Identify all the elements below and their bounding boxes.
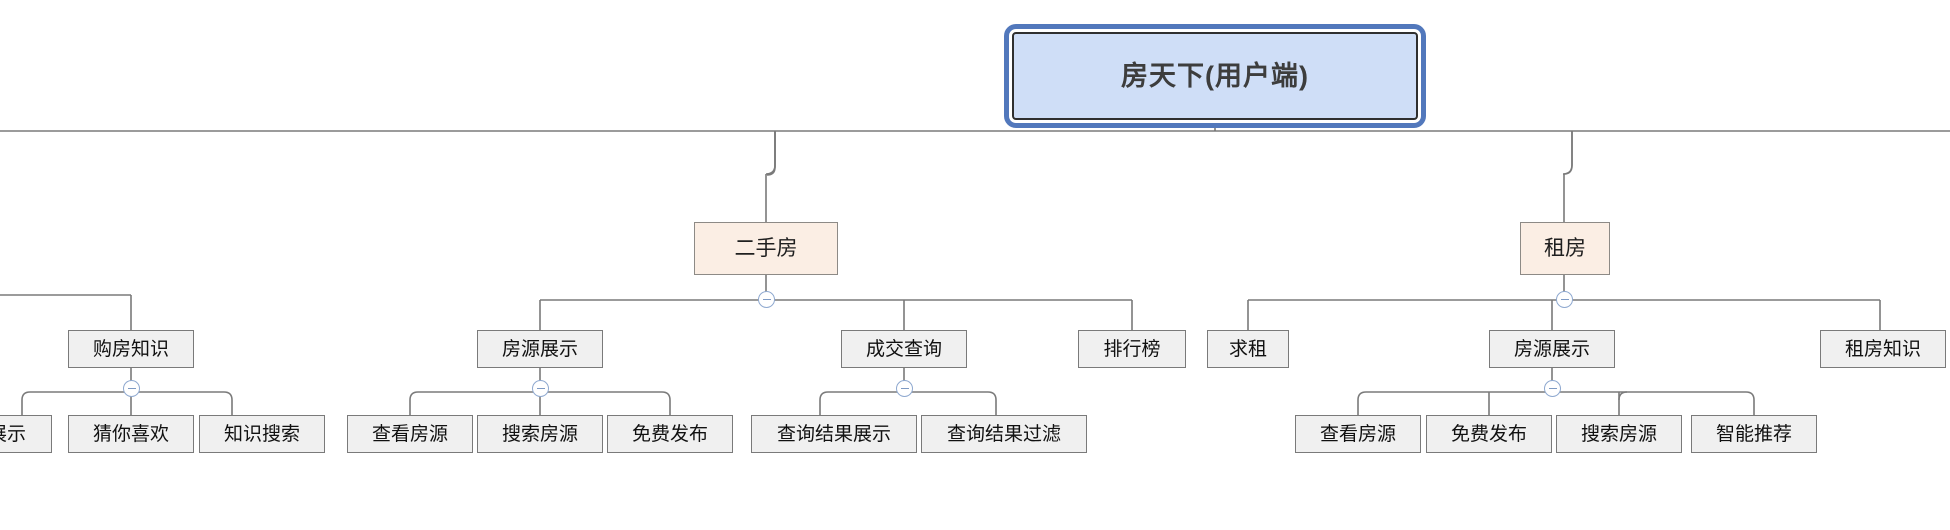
node-chengjiaochaxun[interactable]: 成交查询: [841, 330, 967, 368]
node-zufang[interactable]: 租房: [1520, 222, 1610, 275]
node-sousuofangyuan-zufang[interactable]: 搜索房源: [1556, 415, 1682, 453]
node-chakanfangyuan-ershoufang[interactable]: 查看房源: [347, 415, 473, 453]
node-fangyuanzhanshi-zufang[interactable]: 房源展示: [1489, 330, 1615, 368]
collapse-badge-zufang[interactable]: [1556, 291, 1573, 308]
node-mianfeifabu-ershoufang[interactable]: 免费发布: [607, 415, 733, 453]
node-paihangbang[interactable]: 排行榜: [1078, 330, 1186, 368]
collapse-badge-chengjiaochaxun[interactable]: [896, 380, 913, 397]
node-goufangzhishi[interactable]: 购房知识: [68, 330, 194, 368]
collapse-badge-ershoufang[interactable]: [758, 291, 775, 308]
node-zhanshi[interactable]: 展示: [0, 415, 52, 453]
node-zufangzhishi[interactable]: 租房知识: [1820, 330, 1946, 368]
node-root[interactable]: 房天下(用户端): [1004, 24, 1426, 128]
node-ershoufang[interactable]: 二手房: [694, 222, 838, 275]
collapse-badge-goufangzhishi[interactable]: [123, 380, 140, 397]
node-chaxunjieguozhanshi[interactable]: 查询结果展示: [751, 415, 917, 453]
node-chaxunjieguoguolv[interactable]: 查询结果过滤: [921, 415, 1087, 453]
node-chakanfangyuan-zufang[interactable]: 查看房源: [1295, 415, 1421, 453]
node-qiuzu[interactable]: 求租: [1207, 330, 1289, 368]
node-zhinengtuijian[interactable]: 智能推荐: [1691, 415, 1817, 453]
node-mianfeifabu-zufang[interactable]: 免费发布: [1426, 415, 1552, 453]
node-cainixihuan[interactable]: 猜你喜欢: [68, 415, 194, 453]
collapse-badge-fangyuanzhanshi-ershoufang[interactable]: [532, 380, 549, 397]
collapse-badge-fangyuanzhanshi-zufang[interactable]: [1544, 380, 1561, 397]
node-zhishisousuo[interactable]: 知识搜索: [199, 415, 325, 453]
node-fangyuanzhanshi-ershoufang[interactable]: 房源展示: [477, 330, 603, 368]
node-sousuofangyuan-ershoufang[interactable]: 搜索房源: [477, 415, 603, 453]
